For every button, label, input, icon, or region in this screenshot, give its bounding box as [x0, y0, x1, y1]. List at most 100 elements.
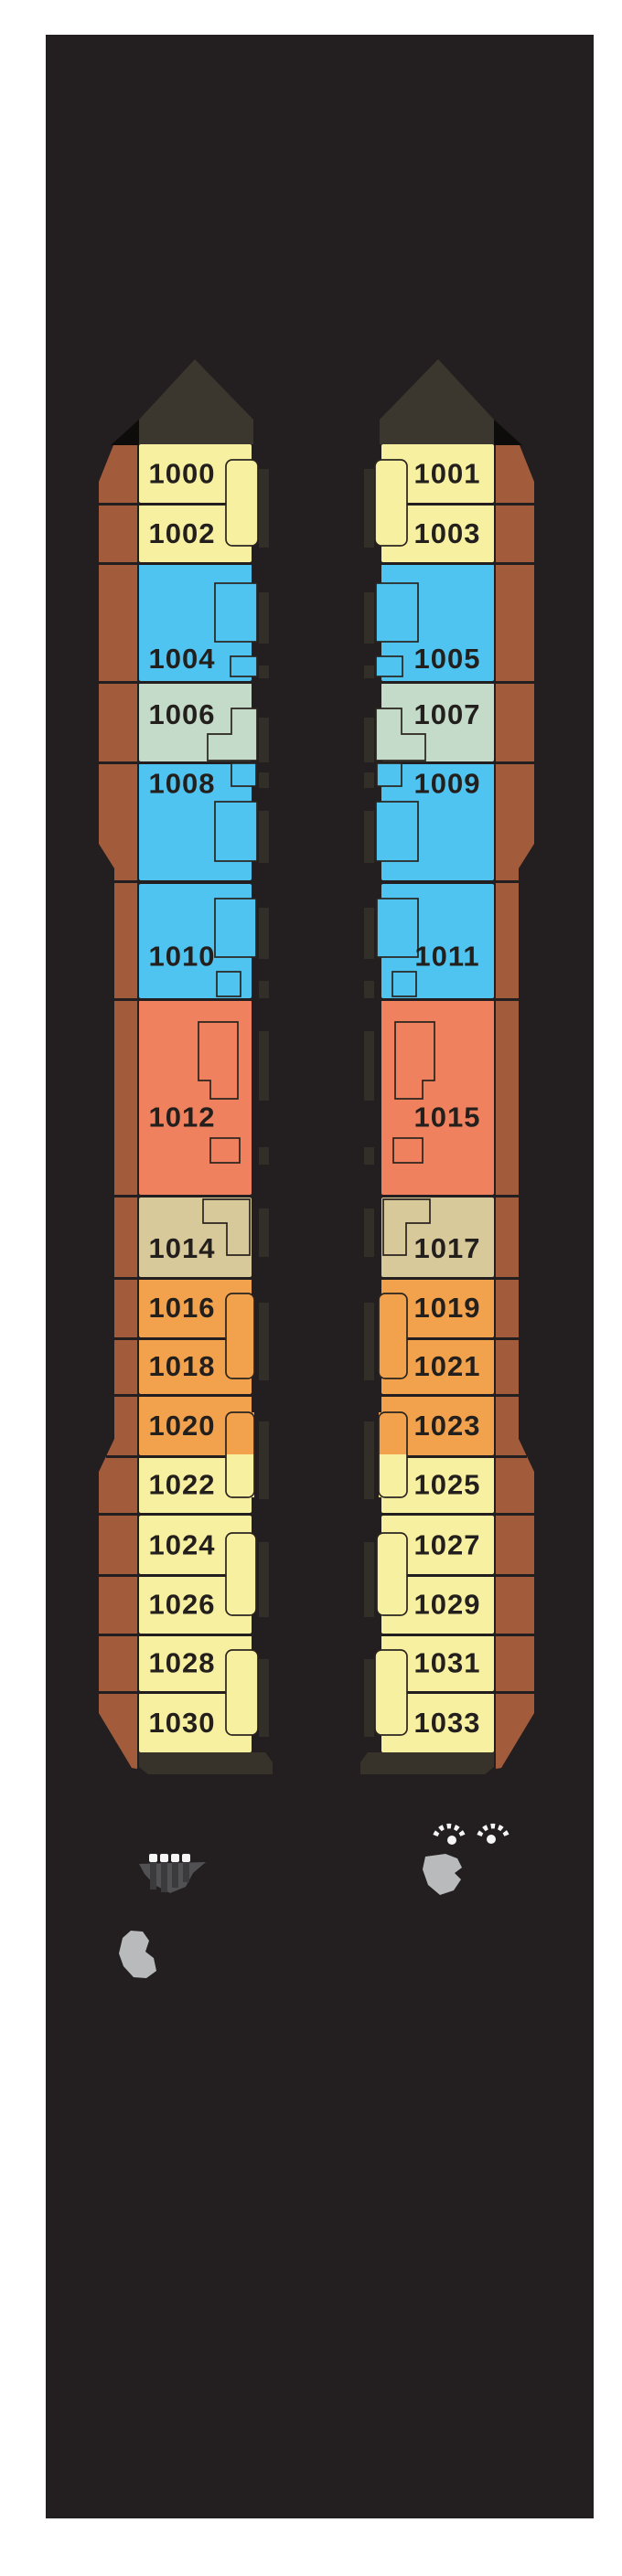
corridor-shadow [259, 811, 269, 863]
balcony-fill [226, 1412, 254, 1454]
corridor-shadow [364, 908, 374, 959]
cabin-area[interactable] [139, 444, 252, 503]
balcony-outline [375, 582, 419, 643]
stern-left [139, 1752, 273, 1774]
cabin-label: 1025 [414, 1469, 481, 1501]
cabin-label: 1031 [414, 1647, 481, 1679]
cabin-1033[interactable] [381, 1693, 494, 1752]
cabin-area[interactable] [139, 1338, 252, 1394]
bow-notch-right [494, 420, 522, 445]
row-divider [380, 880, 519, 883]
balcony-outline [376, 898, 419, 958]
cabin-1022[interactable] [139, 1456, 252, 1513]
cabin-label: 1003 [414, 517, 481, 549]
cabin-1023[interactable] [381, 1396, 494, 1455]
cabin-1002[interactable] [139, 505, 252, 562]
cabin-area[interactable] [139, 1456, 252, 1513]
row-divider [99, 1634, 253, 1636]
cabin-area[interactable] [381, 1456, 494, 1513]
cabin-area[interactable] [139, 1693, 252, 1752]
row-divider [380, 1513, 534, 1516]
cabin-area[interactable] [139, 1516, 252, 1574]
cabin-area[interactable] [139, 505, 252, 562]
cabin-area[interactable] [139, 1278, 252, 1337]
corridor-shadow [259, 718, 269, 762]
cabin-1028[interactable] [139, 1634, 252, 1691]
balcony-outline [225, 1411, 255, 1498]
deck-rock-icon [119, 1931, 156, 1978]
cabin-1029[interactable] [381, 1575, 494, 1634]
cabin-label: 1009 [414, 767, 481, 799]
corridor-shadow [364, 1421, 374, 1499]
cabin-area[interactable] [381, 1575, 494, 1634]
row-divider [380, 1574, 534, 1577]
stern-right [360, 1752, 494, 1774]
cabin-1020[interactable] [139, 1396, 252, 1455]
cabin-label: 1033 [414, 1707, 481, 1739]
balcony-outline [214, 801, 258, 862]
balcony-fill [226, 1454, 254, 1497]
corridor-shadow [364, 469, 374, 548]
corridor-shadow [259, 1421, 269, 1499]
cabin-label: 1012 [149, 1101, 216, 1133]
cabin-1030[interactable] [139, 1693, 252, 1752]
cabin-area[interactable] [381, 1278, 494, 1337]
cabin-label: 1030 [149, 1707, 216, 1739]
balcony-outline [225, 1532, 257, 1616]
corridor-shadow [364, 981, 374, 998]
corridor-shadow [364, 772, 374, 788]
corridor-shadow [259, 1303, 269, 1380]
row-divider [380, 562, 534, 565]
row-divider [380, 998, 519, 1001]
cabin-1000[interactable] [139, 444, 252, 503]
cabin-1024[interactable] [139, 1516, 252, 1574]
corridor-shadow [259, 665, 269, 678]
cabin-label: 1008 [149, 767, 216, 799]
cabin-area[interactable] [139, 1396, 252, 1455]
row-divider [380, 761, 534, 764]
cabin-area[interactable] [381, 505, 494, 562]
row-divider [380, 1455, 527, 1458]
cabin-label: 1017 [414, 1232, 481, 1264]
balcony-outline [382, 1198, 431, 1256]
corridor-shadow [364, 1147, 374, 1165]
cabin-label: 1000 [149, 458, 216, 490]
bow-notch-left [111, 420, 139, 445]
cabin-area[interactable] [381, 1396, 494, 1455]
balcony-outline [376, 762, 402, 787]
cabin-area[interactable] [381, 1634, 494, 1691]
cabin-area[interactable] [139, 1575, 252, 1634]
balcony-outline [375, 801, 419, 862]
cabin-1001[interactable] [381, 444, 494, 503]
cabin-1021[interactable] [381, 1338, 494, 1394]
cabin-1018[interactable] [139, 1338, 252, 1394]
cabin-label: 1026 [149, 1589, 216, 1621]
row-divider [380, 1691, 534, 1694]
row-divider [99, 681, 253, 684]
row-divider [114, 880, 253, 883]
row-divider [114, 1277, 253, 1280]
cabin-1003[interactable] [381, 505, 494, 562]
balcony-outline [374, 1649, 408, 1736]
cabin-1027[interactable] [381, 1516, 494, 1574]
cabin-area[interactable] [139, 1634, 252, 1691]
cabin-1016[interactable] [139, 1278, 252, 1337]
deck-rock-icon [423, 1854, 462, 1895]
cabin-area[interactable] [381, 1693, 494, 1752]
cabin-area[interactable] [381, 444, 494, 503]
cabin-1031[interactable] [381, 1634, 494, 1691]
balcony-outline [225, 1293, 255, 1379]
row-divider [380, 1394, 519, 1397]
cabin-label: 1016 [149, 1292, 216, 1324]
cabin-1019[interactable] [381, 1278, 494, 1337]
cabin-area[interactable] [381, 1338, 494, 1394]
cabin-label: 1028 [149, 1647, 216, 1679]
row-divider [114, 1195, 253, 1198]
cabin-1026[interactable] [139, 1575, 252, 1634]
cabin-1025[interactable] [381, 1456, 494, 1513]
hull-band-right [496, 445, 534, 1769]
cabin-label: 1004 [149, 643, 216, 675]
cabin-area[interactable] [381, 1516, 494, 1574]
bow-left [139, 359, 253, 444]
cabin-label: 1020 [149, 1410, 216, 1442]
